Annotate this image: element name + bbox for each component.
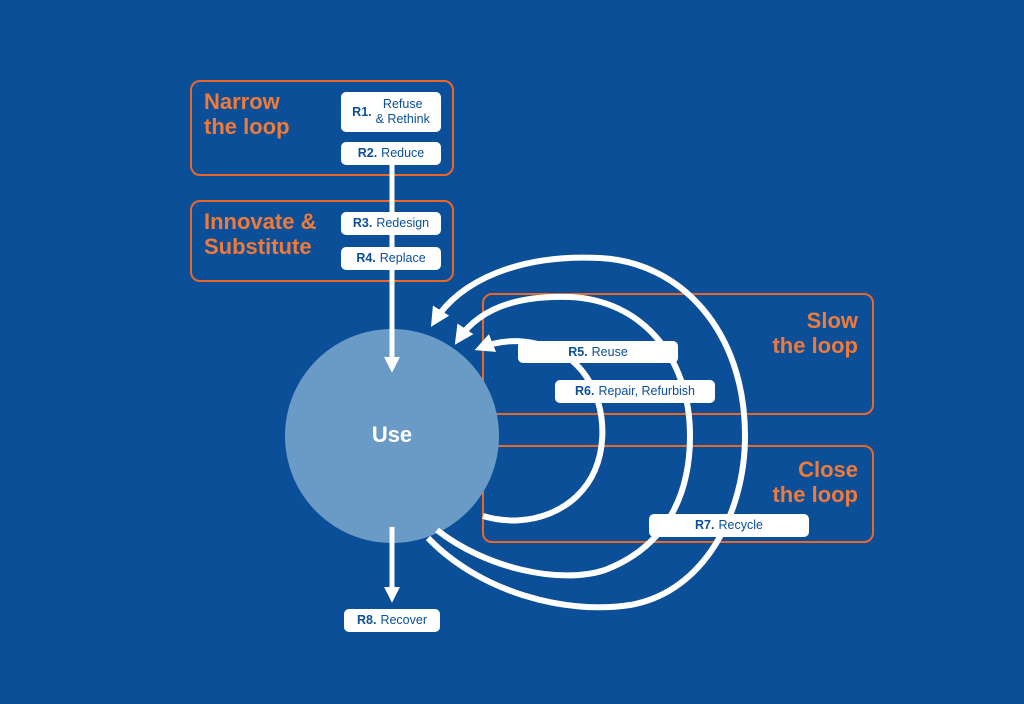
innovate-substitute-title: Innovate & Substitute (204, 209, 317, 259)
r3-redesign-pill: R3.Redesign (341, 212, 441, 235)
r2-label: Reduce (381, 146, 425, 160)
close-the-loop-box (482, 445, 874, 543)
r3-label: Redesign (376, 216, 430, 230)
slow-the-loop-title: Slow the loop (772, 308, 858, 358)
slow-the-loop-box (482, 293, 874, 415)
r4-code: R4. (356, 251, 376, 265)
innovate-substitute-box (190, 200, 454, 282)
r4-label: Replace (379, 251, 426, 265)
r1-label: Refuse & Rethink (375, 97, 430, 126)
r6-code: R6. (574, 384, 595, 398)
r8-recover-pill: R8.Recover (344, 609, 440, 632)
r8-code: R8. (357, 613, 377, 627)
r5-code: R5. (568, 344, 588, 359)
r7-label: Recycle (718, 518, 763, 532)
r7-code: R7. (695, 518, 715, 532)
repair-refurbish-loop-arrow (435, 293, 694, 579)
r3-code: R3. (352, 216, 373, 230)
use-circle (285, 329, 499, 543)
recycle-loop-arrow (425, 254, 749, 611)
use-label: Use (371, 422, 413, 447)
r5-reuse-pill: R5.Reuse (518, 341, 678, 363)
r7-recycle-pill: R7.Recycle (649, 514, 809, 537)
r1-code: R1. (352, 104, 372, 119)
r1-refuse-rethink-pill: R1.Refuse & Rethink (341, 92, 441, 132)
close-the-loop-title: Close the loop (772, 457, 858, 507)
r8-label: Recover (380, 613, 427, 627)
narrow-the-loop-title: Narrow the loop (204, 89, 290, 139)
narrow-the-loop-box (190, 80, 454, 176)
r2-code: R2. (357, 146, 378, 160)
r6-label: Repair, Refurbish (598, 384, 696, 398)
r5-label: Reuse (591, 344, 628, 359)
r2-reduce-pill: R2.Reduce (341, 142, 441, 165)
r6-repair-refurbish-pill: R6.Repair, Refurbish (555, 380, 715, 403)
r4-replace-pill: R4.Replace (341, 247, 441, 270)
